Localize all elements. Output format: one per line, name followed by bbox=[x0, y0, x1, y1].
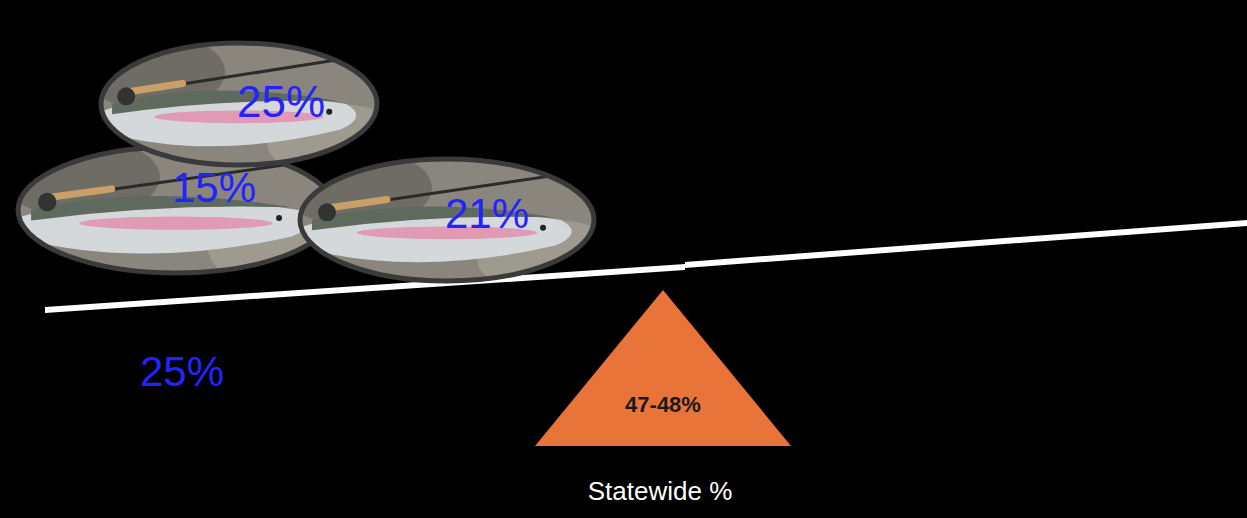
beam-right bbox=[685, 220, 1247, 268]
trout-photo-oval: 21% bbox=[297, 156, 597, 284]
fulcrum-triangle: 47-48% bbox=[535, 290, 791, 446]
triangle-shape bbox=[535, 290, 791, 446]
percent-value: 15% bbox=[172, 165, 256, 211]
trout-photo-oval: 15% bbox=[15, 144, 337, 276]
percent-value: 21% bbox=[445, 191, 529, 237]
percent-value: 47-48% bbox=[625, 393, 701, 417]
percent-value: 25% bbox=[237, 78, 325, 126]
axis-caption: Statewide % bbox=[588, 477, 733, 506]
percent-label: 25% bbox=[140, 349, 224, 395]
trout-photo-oval: 25% bbox=[98, 40, 380, 168]
